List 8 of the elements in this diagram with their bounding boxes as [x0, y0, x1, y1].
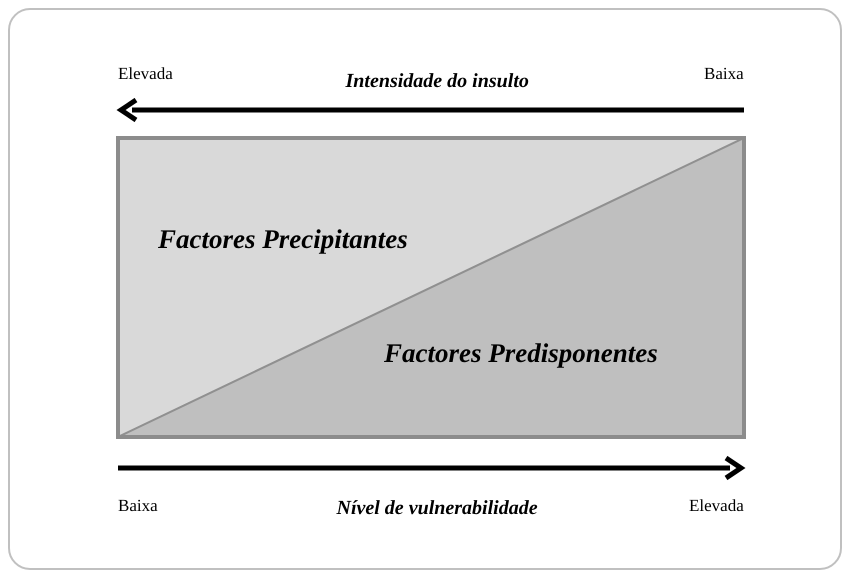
scale-label: Elevada: [689, 496, 744, 516]
region-label: Factores Predisponentes: [384, 338, 658, 369]
scale-label: Baixa: [704, 64, 744, 84]
region-label: Factores Precipitantes: [158, 224, 408, 255]
scale-label: Baixa: [118, 496, 158, 516]
axis-title: Intensidade do insulto: [346, 70, 529, 93]
scale-label: Elevada: [118, 64, 173, 84]
axis-title: Nível de vulnerabilidade: [336, 497, 538, 520]
